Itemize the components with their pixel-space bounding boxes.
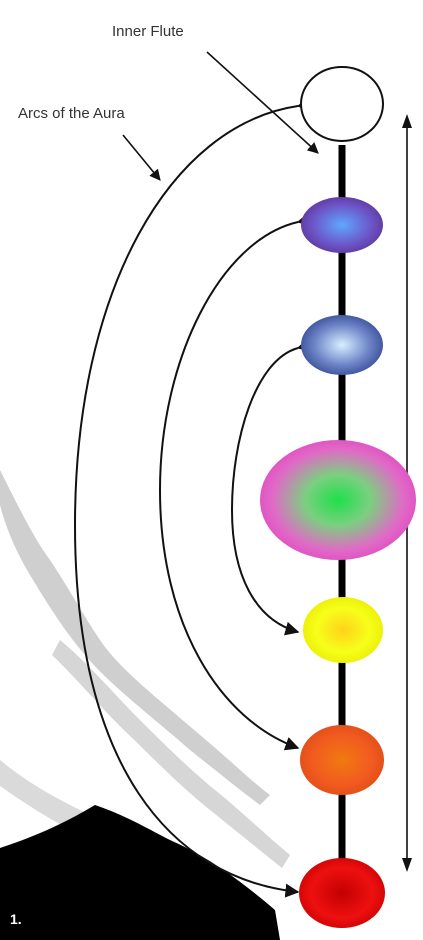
aura-pointer bbox=[123, 135, 160, 180]
chakra-indigo bbox=[301, 315, 383, 375]
gray-shape-upper bbox=[0, 470, 270, 805]
figure-number: 1. bbox=[10, 911, 22, 927]
inner-flute-label: Inner Flute bbox=[112, 23, 184, 40]
chakra-yellow bbox=[303, 597, 383, 663]
chakra-violet bbox=[301, 197, 383, 253]
background-silhouette bbox=[0, 470, 290, 868]
chakra-column bbox=[260, 67, 416, 928]
chakra-red bbox=[299, 858, 385, 928]
arcs-of-aura-label: Arcs of the Aura bbox=[18, 105, 125, 122]
chakra-top bbox=[301, 67, 383, 141]
label-pointers bbox=[123, 52, 318, 180]
chakra-heart bbox=[260, 440, 416, 560]
chakra-orange bbox=[300, 725, 384, 795]
